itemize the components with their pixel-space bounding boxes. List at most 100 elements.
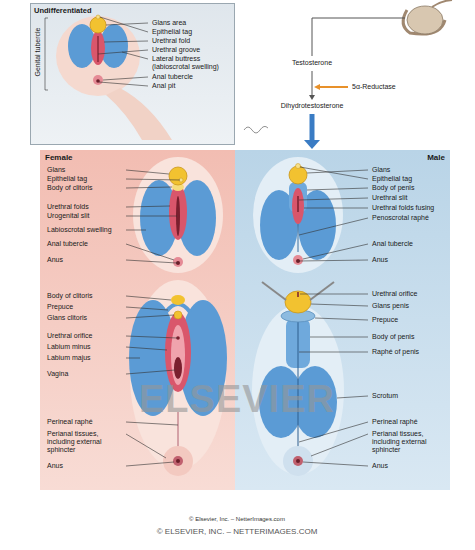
hormone-pathway [244, 126, 268, 133]
female-late-figure [174, 311, 182, 319]
part-label: Anal tubercle [152, 73, 193, 81]
female-late-figure [171, 295, 185, 305]
leader-line [126, 260, 177, 263]
leader-line [45, 18, 48, 90]
leader-line [126, 434, 166, 458]
enzyme-label: 5α-Reductase [352, 83, 396, 91]
male-early-figure [293, 255, 303, 265]
leader-line [299, 260, 368, 261]
female-late-figure [171, 325, 185, 385]
part-label: Urethral groove [152, 46, 200, 54]
leader-line [126, 336, 177, 338]
part-label: Body of penis [372, 184, 414, 192]
part-label: Glans clitoris [47, 314, 87, 322]
leader-line [337, 396, 368, 398]
leader-line [299, 198, 368, 200]
leader-line [104, 41, 148, 42]
part-label: Urethral fold [152, 37, 190, 45]
copyright-note: © ELSEVIER, INC. – NETTERIMAGES.COM [157, 527, 318, 536]
panel-heading: Male [240, 153, 445, 162]
leader-line [45, 17, 148, 90]
hormone-pathway [309, 95, 315, 100]
leader-line [300, 167, 368, 179]
leader-line [126, 358, 140, 359]
part-label: Lateral buttress (labioscrotal swelling) [152, 55, 232, 71]
hormone-label: Dihydrotestosterone [281, 102, 344, 110]
hormone-pathway [310, 114, 315, 140]
part-label: Body of penis [372, 333, 414, 341]
male-early-figure [296, 164, 301, 169]
leader-line [126, 370, 175, 374]
female-late-figure [173, 456, 183, 466]
part-label: Anal tubercle [372, 240, 413, 248]
part-label: Anus [47, 462, 63, 470]
leader-line [126, 307, 168, 310]
panel-grounds [235, 150, 450, 490]
part-label: Urethral orifice [47, 332, 93, 340]
leader-line [126, 216, 177, 217]
part-label: Penoscrotal raphé [372, 214, 429, 222]
part-label: Anus [47, 256, 63, 264]
part-label: Labium minus [47, 343, 91, 351]
male-early-figure [297, 196, 299, 212]
leader-line [299, 167, 368, 466]
female-early-figure [133, 157, 223, 273]
leader-line [299, 352, 368, 353]
leader-line [303, 462, 368, 466]
leader-line [126, 187, 172, 188]
copyright-note: © Elsevier, Inc. – NetterImages.com [189, 516, 285, 523]
part-label: Urethral orifice [372, 290, 418, 298]
part-label: Body of clitoris [47, 292, 93, 300]
female-late-figure [163, 446, 193, 476]
part-label: Epithelial tag [152, 28, 192, 36]
part-label: Raphé of penis [372, 348, 419, 356]
part-label: Anus [372, 462, 388, 470]
part-label: Urethral folds fusing [372, 204, 434, 212]
panel-grounds [30, 3, 235, 145]
undifferentiated-figure [96, 15, 100, 19]
undifferentiated-figure [90, 17, 106, 33]
male-early-figure [298, 224, 299, 252]
leader-line [299, 218, 368, 235]
hormone-pathway [244, 0, 452, 149]
female-early-figure [169, 184, 187, 240]
leader-line [303, 244, 368, 259]
female-early-figure [169, 167, 187, 185]
part-label: Anal tubercle [47, 240, 88, 248]
leader-line [126, 315, 174, 318]
leader-line [299, 422, 368, 442]
leader-line [126, 170, 169, 174]
leader-line [311, 304, 368, 306]
bracket-label: Genital tubercle [34, 27, 42, 76]
leader-line [126, 296, 171, 300]
part-label: Prepuce [47, 303, 73, 311]
leader-line [126, 206, 170, 207]
leader-line [300, 294, 368, 295]
part-label: Urethral folds [47, 203, 89, 211]
part-label: Scrotum [372, 392, 398, 400]
female-early-figure [173, 257, 183, 267]
leader-line [126, 170, 180, 466]
panel-heading: Female [45, 153, 230, 162]
part-label: Epithelial tag [47, 175, 87, 183]
male-early-figure [253, 157, 343, 273]
undifferentiated-figure [106, 88, 172, 140]
male-late-figure [296, 459, 300, 463]
leader-line [311, 434, 368, 456]
leader-line [307, 170, 368, 173]
leader-line [126, 230, 146, 231]
male-late-figure [283, 446, 313, 476]
male-late-figure [297, 292, 299, 297]
leader-line [126, 462, 174, 466]
part-label: Glans [47, 166, 65, 174]
female-late-figure [174, 357, 182, 379]
male-early-figure [253, 157, 343, 273]
undifferentiated-panel: Undifferentiated [30, 3, 235, 145]
part-label: Anus [372, 256, 388, 264]
male-early-figure [289, 182, 307, 212]
leader-line [126, 347, 167, 350]
undifferentiated-figure [56, 16, 140, 96]
part-label: Urogenital slit [47, 212, 89, 220]
watermark: ELSEVIER [139, 378, 335, 422]
